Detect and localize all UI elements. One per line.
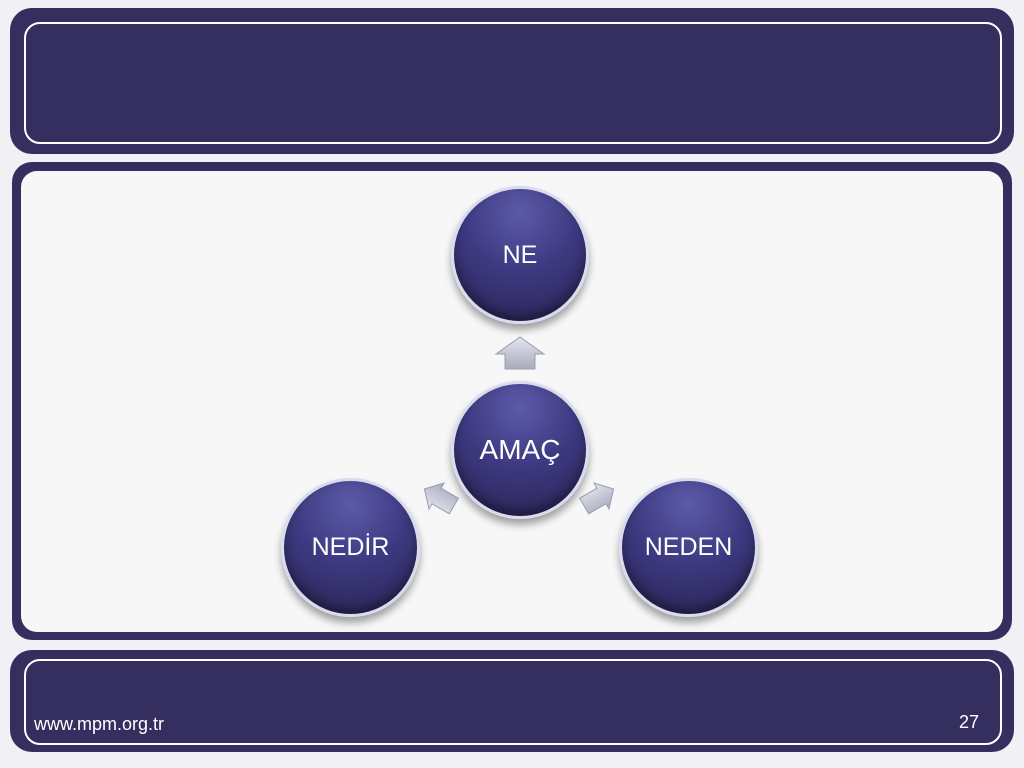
arrow-to-nedir: [423, 482, 460, 515]
node-nedir-label: NEDİR: [311, 533, 390, 561]
node-ne-label: NE: [502, 240, 538, 269]
node-ne: NE: [451, 186, 589, 324]
title-bar: [10, 8, 1014, 154]
page-number: 27: [958, 712, 979, 732]
node-amac-label: AMAÇ: [479, 434, 561, 465]
node-neden-label: NEDEN: [644, 533, 733, 561]
arrow-to-neden: [578, 482, 615, 515]
node-neden: NEDEN: [619, 478, 758, 617]
node-amac-center: AMAÇ: [451, 381, 589, 519]
node-nedir: NEDİR: [281, 478, 420, 617]
footer-bar: [10, 650, 1014, 752]
arrow-to-ne: [494, 336, 546, 370]
footer-bar-inner-border: [24, 659, 1002, 745]
title-bar-inner-border: [24, 22, 1002, 144]
footer-url[interactable]: www.mpm.org.tr: [34, 714, 165, 734]
